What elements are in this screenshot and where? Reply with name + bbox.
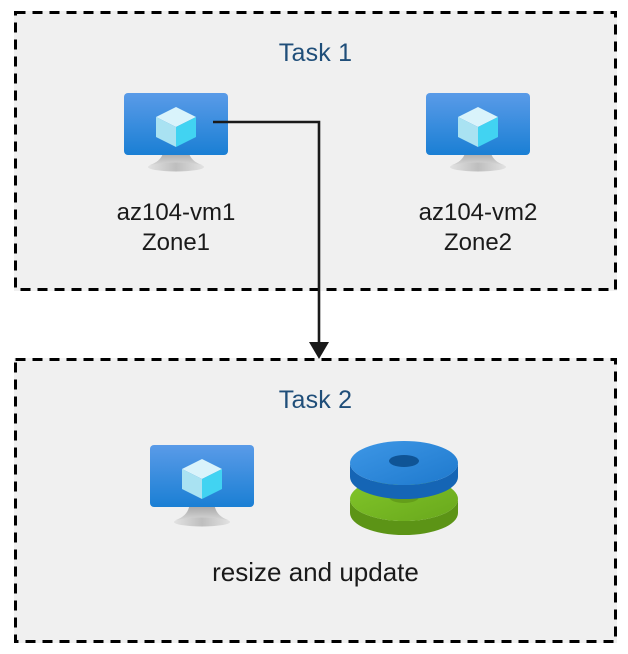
task1-title: Task 1 <box>278 39 353 67</box>
node-vm2-name: az104-vm2 <box>418 199 538 226</box>
task-group-task1: Task 1 <box>14 11 617 291</box>
node-vm2-text: az104-vm2 Zone2 <box>374 198 582 258</box>
arrowhead-icon <box>309 342 329 359</box>
virtual-machine-icon[interactable] <box>146 441 258 541</box>
node-vm2-zone: Zone2 <box>443 229 513 256</box>
virtual-machine-icon <box>72 89 280 184</box>
virtual-machine-icon <box>374 89 582 184</box>
managed-disks-icon[interactable] <box>346 439 464 544</box>
task2-title: Task 2 <box>278 386 353 414</box>
node-vm1-zone: Zone1 <box>141 229 211 256</box>
node-az104-vm1[interactable]: az104-vm1 Zone1 <box>72 89 280 258</box>
task2-caption: resize and update <box>212 557 419 587</box>
task-group-task2: Task 2 <box>14 358 617 643</box>
task2-icon-row <box>146 441 486 541</box>
node-az104-vm2[interactable]: az104-vm2 Zone2 <box>374 89 582 258</box>
node-vm1-text: az104-vm1 Zone1 <box>72 198 280 258</box>
node-vm1-name: az104-vm1 <box>116 199 236 226</box>
